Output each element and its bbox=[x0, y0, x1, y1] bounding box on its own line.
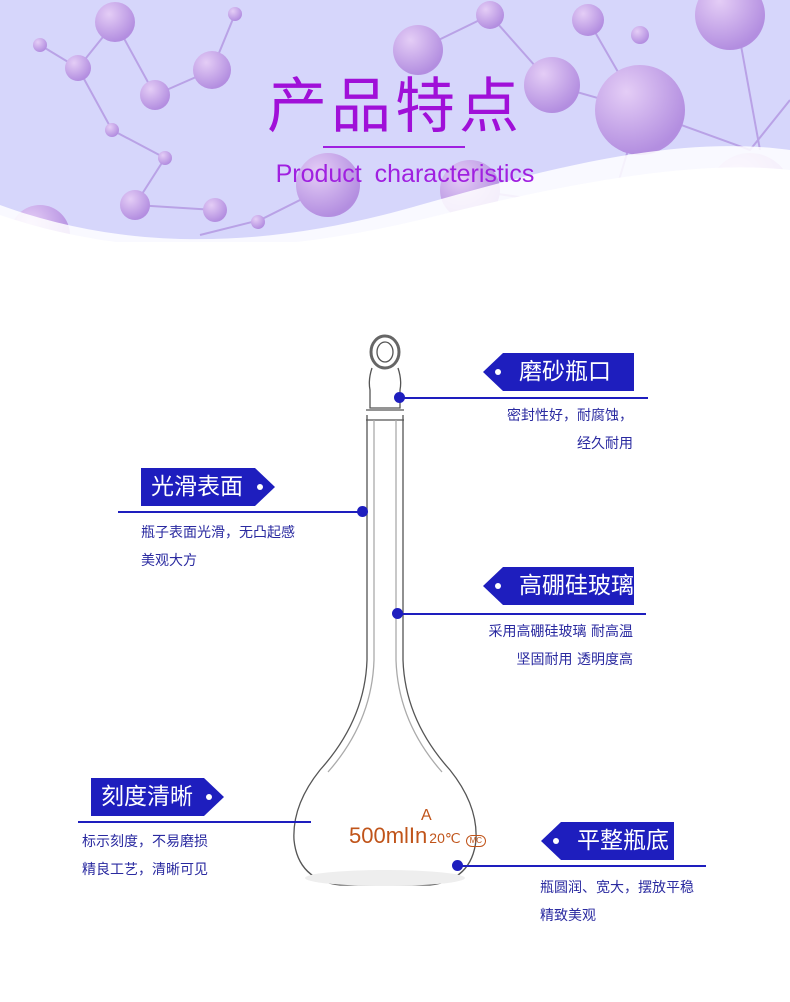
title-divider bbox=[323, 146, 465, 148]
feature-tag-flat-bottom: 平整瓶底 bbox=[541, 822, 674, 860]
feature-tag-borosilicate-glass: 高硼硅玻璃 bbox=[483, 567, 634, 605]
feature-label: 磨砂瓶口 bbox=[519, 359, 611, 385]
callout-line bbox=[78, 821, 311, 823]
flask-brand-logo: MC bbox=[465, 835, 487, 847]
callout-line bbox=[400, 397, 648, 399]
feature-description: 密封性好，耐腐蚀，经久耐用 bbox=[507, 408, 633, 452]
page-subtitle: Product characteristics bbox=[275, 160, 535, 188]
feature-label: 光滑表面 bbox=[151, 474, 243, 500]
callout-dot bbox=[392, 608, 403, 619]
flask-temperature: 20℃ bbox=[429, 830, 461, 846]
callout-line bbox=[458, 865, 706, 867]
feature-description: 采用高硼硅玻璃 耐高温坚固耐用 透明度高 bbox=[488, 624, 633, 668]
feature-description: 瓶圆润、宽大，摆放平稳精致美观 bbox=[540, 880, 694, 924]
callout-dot bbox=[394, 392, 405, 403]
tag-dot bbox=[257, 484, 263, 490]
callout-line bbox=[118, 511, 363, 513]
feature-tag-clear-graduation: 刻度清晰 bbox=[91, 778, 224, 816]
flask-grade: A bbox=[421, 807, 432, 824]
feature-tag-ground-mouth: 磨砂瓶口 bbox=[483, 353, 634, 391]
molecule-background bbox=[0, 0, 790, 242]
flask-graduation-mark: A 500mlIn 20℃ MC bbox=[349, 807, 487, 850]
feature-tag-smooth-surface: 光滑表面 bbox=[141, 468, 275, 506]
callout-line bbox=[398, 613, 646, 615]
feature-label: 平整瓶底 bbox=[577, 828, 669, 854]
tag-dot bbox=[495, 583, 501, 589]
page-title: 产品特点 bbox=[267, 72, 523, 142]
header-banner: 产品特点 Product characteristics bbox=[0, 0, 790, 242]
flask-volume: 500mlIn bbox=[349, 823, 428, 848]
tag-dot bbox=[206, 794, 212, 800]
tag-dot bbox=[553, 838, 559, 844]
flask-graduation-row: 500mlIn 20℃ MC bbox=[349, 823, 487, 850]
tag-dot bbox=[495, 369, 501, 375]
feature-label: 刻度清晰 bbox=[101, 784, 193, 810]
feature-description: 瓶子表面光滑，无凸起感美观大方 bbox=[141, 525, 295, 569]
feature-description: 标示刻度，不易磨损精良工艺，清晰可见 bbox=[82, 834, 208, 878]
callout-dot bbox=[452, 860, 463, 871]
callout-dot bbox=[357, 506, 368, 517]
feature-label: 高硼硅玻璃 bbox=[519, 573, 634, 599]
